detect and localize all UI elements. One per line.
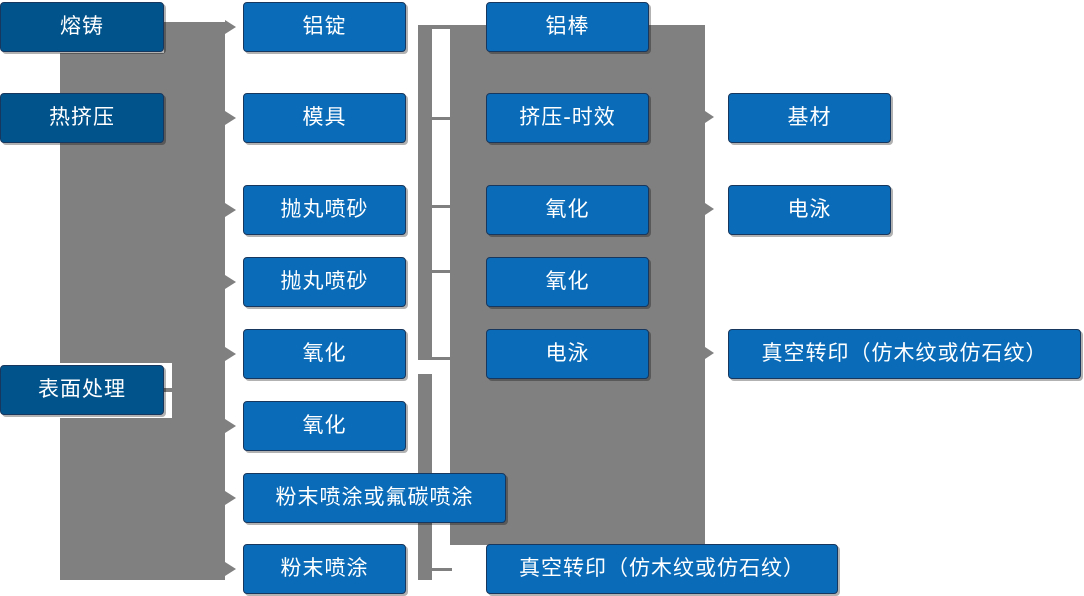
step-box-electrophoresis-1[interactable]: 电泳 [486, 329, 649, 379]
step-box-oxidation-1[interactable]: 氧化 [243, 329, 406, 379]
step-label-aluminium-bar: 铝棒 [545, 14, 590, 39]
connector-tie-row-1 [430, 25, 452, 29]
step-label-vacuum-transfer-print-bottom: 真空转印（仿木纹或仿石纹） [519, 556, 805, 581]
step-box-aluminium-ingot[interactable]: 铝锭 [243, 2, 406, 52]
arrow-to-powder-or-fluorocarbon [225, 491, 236, 505]
step-label-oxidation-3: 氧化 [545, 197, 590, 222]
step-label-shot-blasting-1: 抛丸喷砂 [280, 197, 369, 222]
arrow-to-powder-coating [225, 562, 236, 576]
arrow-to-mould [225, 111, 236, 125]
arrow-to-vacuum-transfer-print [705, 347, 714, 359]
arrow-to-electrophoresis-2 [705, 203, 714, 215]
arrow-to-shot-blasting-1 [225, 203, 236, 217]
connector-tie-row-3 [430, 205, 452, 208]
stage-box-hot-extrude[interactable]: 热挤压 [0, 93, 164, 143]
step-label-shot-blasting-2: 抛丸喷砂 [280, 269, 369, 294]
step-label-base-material: 基材 [787, 105, 832, 130]
step-box-oxidation-4[interactable]: 氧化 [486, 257, 649, 307]
step-box-mould[interactable]: 模具 [243, 93, 406, 143]
step-label-powder-coating: 粉末喷涂 [280, 556, 369, 581]
connector-tie-row-2 [430, 117, 452, 120]
step-box-shot-blasting-2[interactable]: 抛丸喷砂 [243, 257, 406, 307]
step-box-powder-coating[interactable]: 粉末喷涂 [243, 544, 406, 594]
stage-label-surface-treatment: 表面处理 [38, 377, 126, 402]
step-label-vacuum-transfer-print-right: 真空转印（仿木纹或仿石纹） [761, 341, 1048, 366]
step-label-oxidation-2: 氧化 [302, 413, 347, 438]
arrow-to-oxidation-2 [225, 419, 236, 433]
stage-box-surface-treatment[interactable]: 表面处理 [0, 365, 164, 415]
connector-band-lower-stage-to-column2 [172, 363, 225, 418]
step-box-shot-blasting-1[interactable]: 抛丸喷砂 [243, 185, 406, 235]
step-box-aluminium-bar[interactable]: 铝棒 [486, 2, 649, 52]
arrow-to-base-material [705, 111, 714, 123]
step-label-powder-or-fluorocarbon-coating: 粉末喷涂或氟碳喷涂 [275, 485, 474, 510]
step-box-powder-or-fluorocarbon-coating[interactable]: 粉末喷涂或氟碳喷涂 [243, 473, 506, 523]
step-box-oxidation-3[interactable]: 氧化 [486, 185, 649, 235]
connector-tie-row-5 [430, 357, 452, 360]
connector-stub-melt-cast [164, 22, 225, 53]
stage-box-melt-cast[interactable]: 熔铸 [0, 2, 164, 52]
step-label-extrusion-aging: 挤压-时效 [519, 105, 616, 130]
step-box-vacuum-transfer-print-right[interactable]: 真空转印（仿木纹或仿石纹） [728, 329, 1081, 379]
step-box-vacuum-transfer-print-bottom[interactable]: 真空转印（仿木纹或仿石纹） [486, 544, 838, 594]
connector-tie-row-6 [430, 568, 452, 571]
connector-tie-row-4 [430, 270, 452, 273]
arrow-to-aluminium-ingot [225, 20, 236, 34]
step-label-oxidation-4: 氧化 [545, 269, 590, 294]
stage-label-melt-cast: 熔铸 [60, 14, 104, 39]
arrow-to-shot-blasting-2 [225, 275, 236, 289]
step-box-electrophoresis-2[interactable]: 电泳 [728, 185, 891, 235]
step-label-oxidation-1: 氧化 [302, 341, 347, 366]
step-label-mould: 模具 [302, 105, 347, 130]
step-box-oxidation-2[interactable]: 氧化 [243, 401, 406, 451]
arrow-to-oxidation-1 [225, 347, 236, 361]
step-label-electrophoresis-1: 电泳 [545, 341, 590, 366]
stage-label-hot-extrude: 热挤压 [49, 105, 115, 130]
step-label-aluminium-ingot: 铝锭 [302, 14, 347, 39]
step-box-base-material[interactable]: 基材 [728, 93, 891, 143]
connector-rail-column2 [418, 25, 432, 360]
step-box-extrusion-aging[interactable]: 挤压-时效 [486, 93, 649, 143]
step-label-electrophoresis-2: 电泳 [787, 197, 832, 222]
